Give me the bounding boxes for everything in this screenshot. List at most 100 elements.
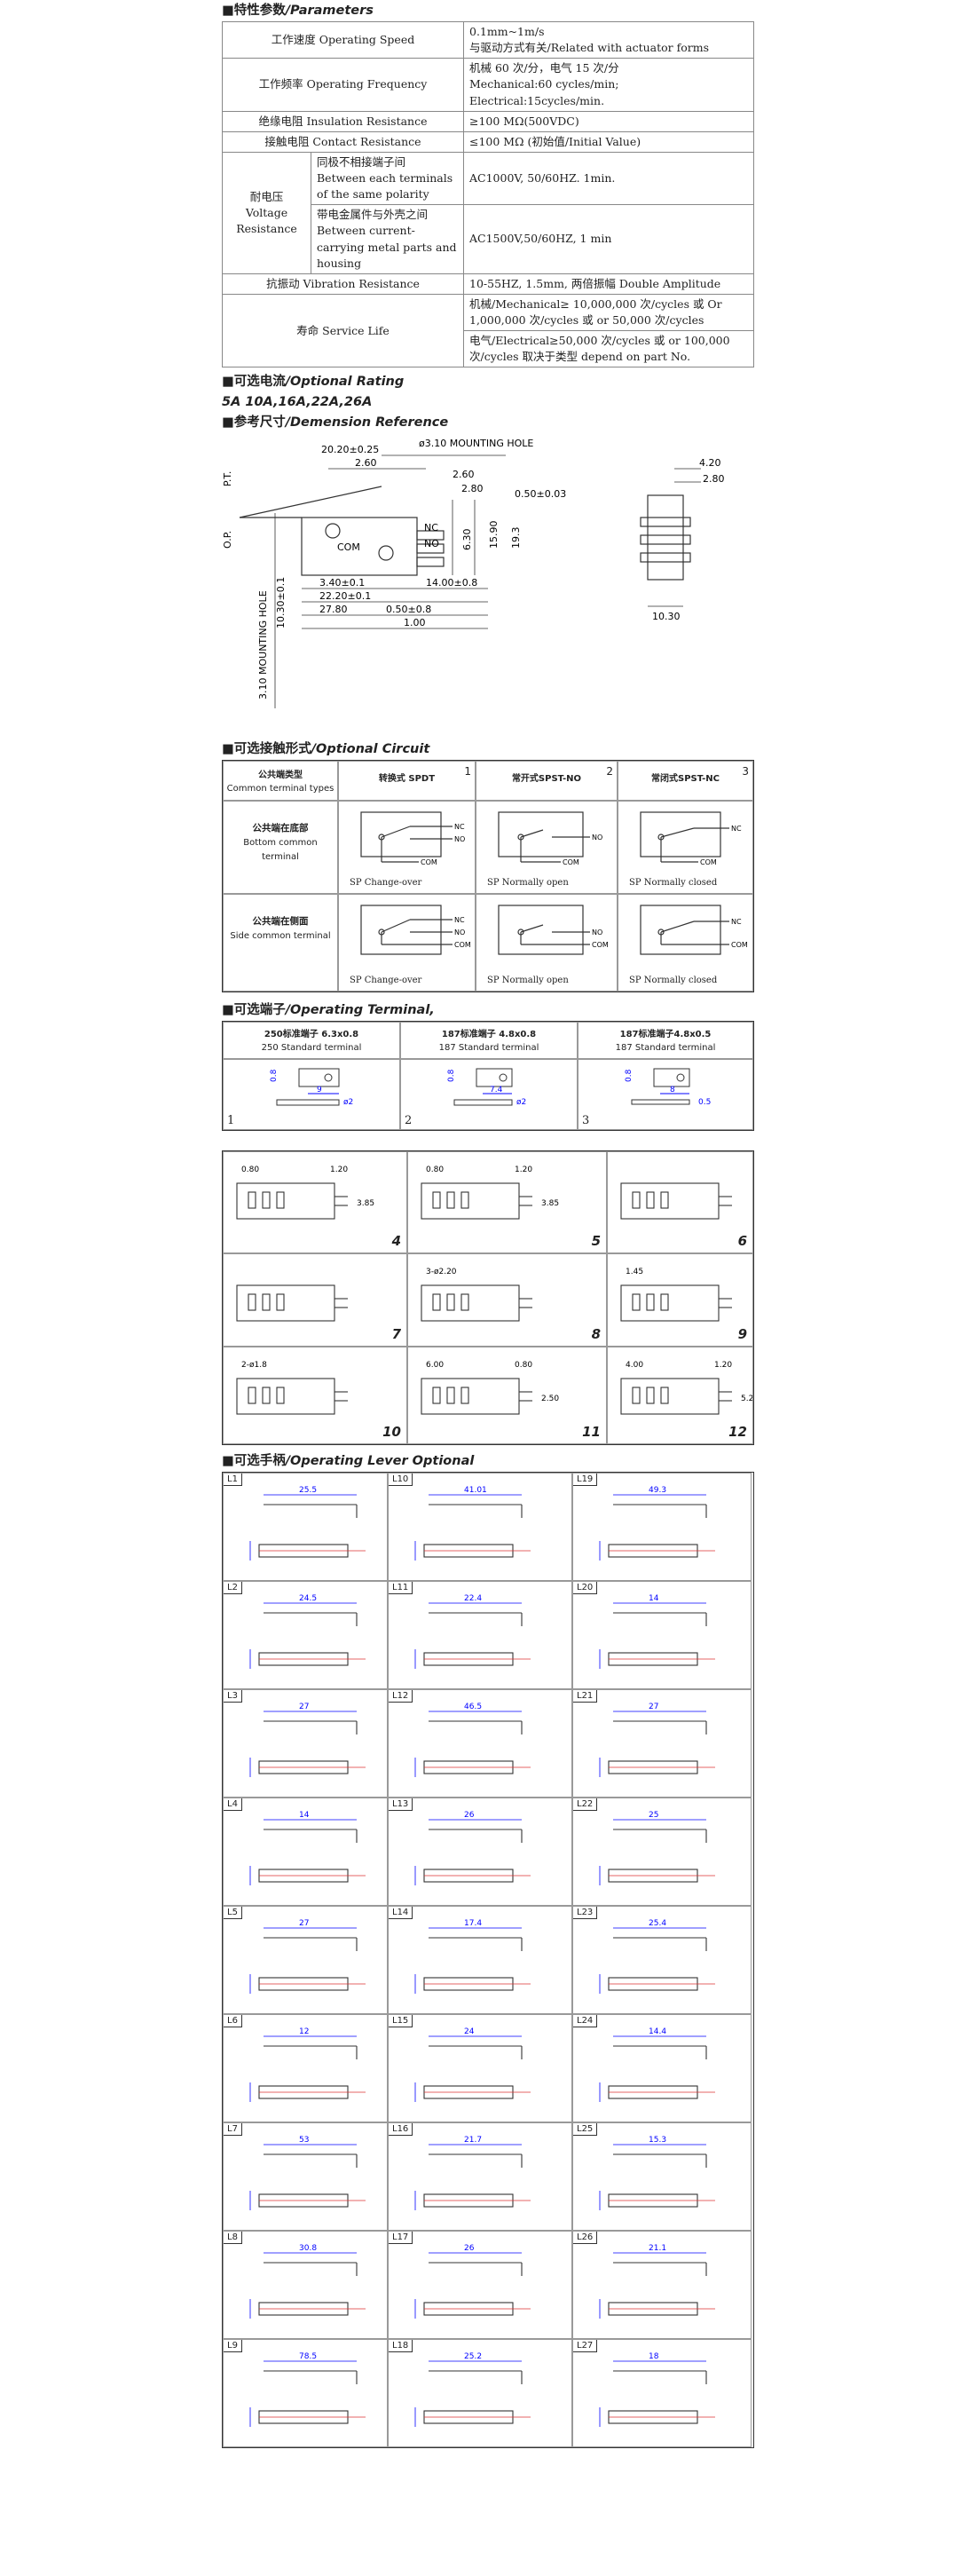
mounting-hole-2 (378, 545, 394, 561)
row-contact: 接触电阻 Contact Resistance ≤100 MΩ (初始值/Ini… (222, 130, 754, 153)
terminal-com: COM (731, 941, 748, 949)
variant-dim: 2-ø1.8 (241, 1361, 267, 1370)
lever-id: L22 (573, 1798, 598, 1812)
dim-s1: 4.20 (699, 457, 721, 469)
lever-id: L4 (224, 1798, 242, 1812)
lever-drawing: 21.7 (414, 2136, 531, 2211)
variant-dim: 0.80 (426, 1166, 444, 1174)
rating-values: 5A 10A,16A,22A,26A (222, 395, 373, 410)
section-title-en: /Operating Terminal, (285, 1003, 435, 1018)
section-parameters: ■特性参数/Parameters (222, 0, 754, 21)
variant-dim: 1.20 (714, 1361, 732, 1370)
section-title-zh: ■可选端子 (222, 1003, 286, 1018)
lever-id: L12 (389, 1690, 413, 1703)
variant-cell: 2-ø1.8 10 (223, 1347, 407, 1445)
t1-d3: 0.8 (270, 1070, 279, 1083)
lever-drawing: 14 (249, 1811, 366, 1886)
volt-b-en: Between current-carrying metal parts and… (317, 224, 457, 270)
lever-drawing: 25.5 (249, 1486, 366, 1561)
variant-dim: 0.80 (515, 1361, 532, 1370)
variant-number: 10 (382, 1424, 401, 1441)
lever-drawing: 25.2 (414, 2352, 531, 2428)
lever-dim: 25 (649, 1811, 658, 1820)
lever-cell-l24: L24 14.4 (572, 2014, 752, 2123)
t1-d1: 9 (317, 1086, 322, 1094)
dim-com: COM (337, 541, 360, 553)
volt-a-value: AC1000V, 50/60HZ. 1min. (463, 151, 754, 206)
terminal-no: NO (592, 834, 602, 842)
datasheet: ■特性参数/Parameters 工作速度 Operating Speed 0.… (222, 0, 754, 2449)
variant-drawing: 2-ø1.8 (236, 1361, 348, 1415)
section-terminal: ■可选端子/Operating Terminal, (222, 1000, 754, 1021)
dim-no: NO (424, 538, 439, 549)
dim-d9: 3.40±0.1 (319, 577, 365, 589)
terminal-no: NO (454, 835, 465, 843)
section-title-zh: ■可选手柄 (222, 1454, 286, 1469)
variant-dim: 3.85 (357, 1199, 374, 1208)
lever-dim: 14 (299, 1811, 310, 1820)
dim-op: O.P. (222, 531, 233, 549)
side-view-body (647, 494, 684, 581)
caption-change-over: SP Change-over (350, 878, 422, 889)
lever-cell-l8: L8 30.8 (223, 2231, 388, 2340)
lever-dim: 30.8 (299, 2244, 317, 2253)
lever-id: L24 (573, 2015, 598, 2028)
terminal-number-3: 3 (582, 1114, 590, 1128)
life-value-1: 机械/Mechanical≥ 10,000,000 次/cycles 或 Or … (463, 293, 754, 332)
lever-id: L21 (573, 1690, 598, 1703)
lever-drawing: 25 (599, 1811, 715, 1886)
row-life-1: 寿命 Service Life 机械/Mechanical≥ 10,000,00… (222, 293, 754, 368)
vib-label: 抗振动 Vibration Resistance (222, 273, 464, 295)
variant-dim: 1.45 (626, 1268, 643, 1276)
section-title-en: /Optional Circuit (311, 742, 430, 757)
lever-drawing: 12 (249, 2027, 366, 2103)
lever-id: L8 (224, 2232, 242, 2245)
lever-dim: 14.4 (649, 2027, 666, 2036)
section-lever: ■可选手柄/Operating Lever Optional (222, 1450, 754, 1472)
dimension-drawing: P.T. O.P. 20.20±0.25 2.60 2.60 2.80 0.50… (222, 433, 754, 735)
variant-cell: 7 (223, 1253, 407, 1347)
lever-dim: 78.5 (299, 2352, 317, 2361)
volt-b-zh: 带电金属件与外壳之间 (317, 208, 429, 222)
variant-number: 4 (391, 1233, 401, 1250)
variant-number: 9 (737, 1326, 747, 1343)
vib-value: 10-55HZ, 1.5mm, 两倍振幅 Double Amplitude (463, 273, 754, 295)
row-voltage-b: 带电金属件与外壳之间 Between current-carrying metal… (223, 204, 754, 274)
row2-label: 公共端在侧面 (252, 916, 309, 928)
t2-zh: 187标准端子 4.8x0.8 (441, 1030, 537, 1040)
lever-id: L7 (224, 2123, 242, 2137)
lever-drawing: 22.4 (414, 1594, 531, 1670)
dim-nc: NC (424, 522, 438, 533)
terminal-nc: NC (454, 823, 465, 831)
terminal-number-2: 2 (405, 1114, 413, 1128)
row-vibration: 抗振动 Vibration Resistance 10-55HZ, 1.5mm,… (222, 273, 754, 295)
variant-dim: 4.00 (626, 1361, 643, 1370)
caption-normally-open: SP Normally open (487, 976, 569, 986)
speed-value-1: 0.1mm~1m/s (469, 25, 545, 38)
terminal-number-1: 1 (227, 1114, 235, 1128)
section-title-en: /Demension Reference (285, 415, 449, 431)
